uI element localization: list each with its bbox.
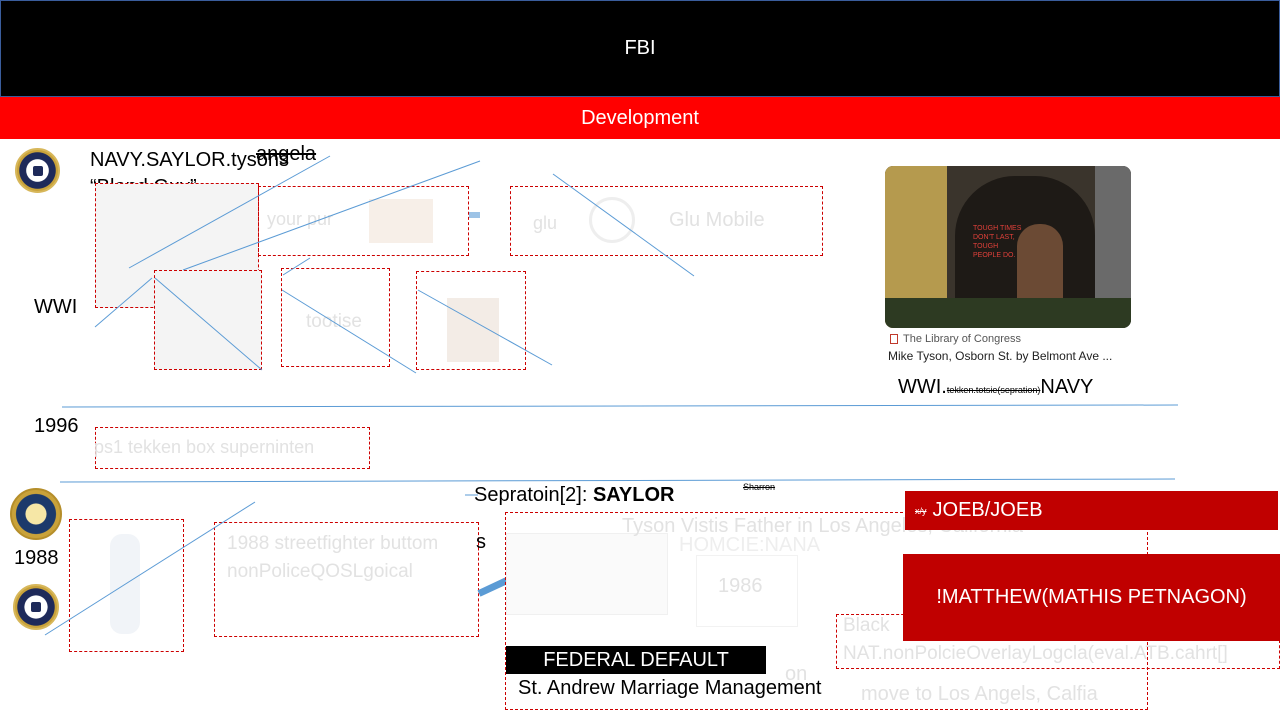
tyson-photo[interactable]: TOUGH TIMES DON'T LAST, TOUGH PEOPLE DO. [885,166,1131,328]
move-text: move to Los Angels, Calfia [861,683,1098,705]
st-andrew-label: St. Andrew Marriage Management [518,677,822,699]
year-1996-label: 1996 [34,415,79,437]
glu-mobile-thumbnail: glu Glu Mobile [510,186,823,256]
joeb-text: JOEB/JOEB [932,499,1043,521]
figure-thumbnail [69,519,184,652]
gif-image [369,199,433,243]
nat-overlay-text: NAT.nonPolcieOverlayLogcla(eval.ATB.cahr… [843,643,1228,664]
faint-image [506,533,668,615]
homcie-text: HOMCIE:NANA [679,534,821,556]
figure-image [110,534,140,634]
separation-label: Sepratoin[2]: SAYLOR [474,484,674,507]
header-title-bar: FBI [0,0,1280,97]
separation-name: SAYLOR [592,484,675,506]
gif-thumbnail-text: your pur [267,209,334,229]
wwi-navy-small: tekken.totsie(sepration) [946,385,1041,395]
cover-thumbnail-3 [416,271,526,370]
cover-thumbnail-2 [154,270,262,370]
matthew-text: !MATTHEW(MATHIS PETNAGON) [936,586,1247,608]
matthew-bar: !MATTHEW(MATHIS PETNAGON) [903,554,1280,641]
photo-wall-text: TOUGH TIMES DON'T LAST, TOUGH PEOPLE DO. [973,225,1022,259]
federal-default-text: FEDERAL DEFAULT [543,648,729,671]
cover-image-3 [447,298,499,362]
connector-dash [469,212,480,218]
glu-text: glu [533,213,558,233]
navy-seal-icon [15,148,60,193]
black-text: Black [843,615,890,636]
divider-line-bottom [59,478,1176,483]
joeb-small: x/y [915,505,927,516]
subheader-title: Development [581,106,699,129]
wwi-navy-label: WWI.tekken.totsie(sepration)NAVY [898,376,1093,399]
tootise-text: tootise [306,311,362,332]
streetfighter-box: 1988 streetfighter buttom nonPoliceQOSLg… [214,522,479,637]
gif-thumbnail: your pur [258,186,469,256]
on-text: on [785,663,808,685]
wwi-label: WWI [34,296,78,318]
header-title: FBI [624,37,656,59]
nat-overlay-box: Black NAT.nonPolcieOverlayLogcla(eval.AT… [836,614,1280,669]
faint-box-1986 [696,555,798,627]
year-1988-label: 1988 [14,547,59,569]
glu-mobile-text: Glu Mobile [669,209,765,231]
joeb-bar: x/y JOEB/JOEB [905,491,1278,530]
library-logo-icon [890,334,898,344]
year-1986-text: 1986 [718,575,763,597]
university-seal-icon [10,488,62,540]
divider-line-top [61,404,1179,408]
photo-ground [885,298,1131,328]
federal-default-bar: FEDERAL DEFAULT [506,646,766,674]
connector-arrow [477,577,508,597]
wwi-navy-suffix: NAVY [1040,376,1094,398]
navy-seal-icon-2 [13,584,59,630]
subheader-bar: Development [0,97,1280,139]
photo-figure [1017,224,1063,304]
sharron-label: Sharron [743,482,776,492]
separation-prefix: Sepratoin[2]: [474,484,593,506]
photo-source[interactable]: The Library of Congress [903,333,1021,345]
buttons-suffix: s [476,531,486,553]
nonpolice-text: nonPoliceQOSLgoical [227,561,413,582]
photo-caption[interactable]: Mike Tyson, Osborn St. by Belmont Ave ..… [888,349,1113,363]
glu-logo-icon [589,197,635,243]
ps1-row-box: ps1 tekken box superninten [94,427,370,469]
ps1-row-text: ps1 tekken box superninten [94,437,315,457]
streetfighter-text: 1988 streetfighter buttom [227,533,439,554]
wwi-navy-prefix: WWI. [898,376,947,398]
tootise-thumbnail: tootise [281,268,390,367]
angela-label: angela [256,143,317,165]
